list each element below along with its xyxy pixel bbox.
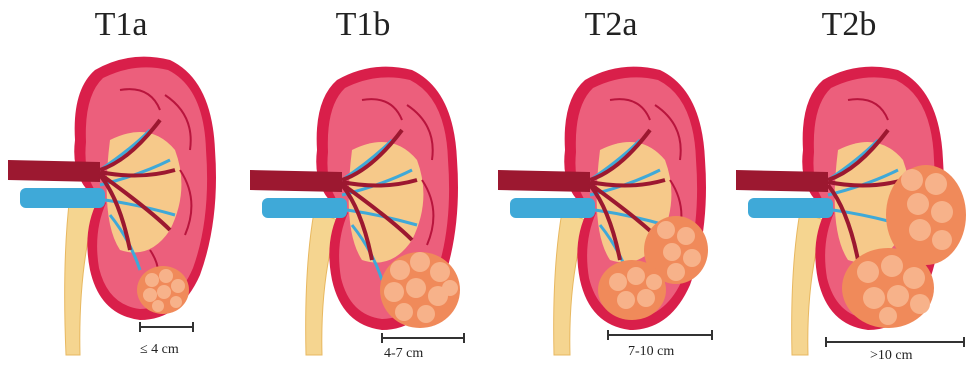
kidney-illustration-t2a (490, 0, 732, 367)
size-label: >10 cm (870, 348, 913, 364)
renal-vein (20, 188, 105, 208)
stage-panel-t1b: T1b 4-7 cm (242, 0, 484, 367)
tumor-t1b (380, 252, 460, 328)
kidney-illustration-t2b (728, 0, 970, 367)
stage-panel-t2b: T2b >10 cm (728, 0, 970, 367)
stage-title: T1a (0, 6, 242, 44)
size-label: 7-10 cm (628, 344, 674, 360)
kidney-illustration-t1a (0, 0, 242, 367)
stage-title: T2b (728, 6, 970, 44)
renal-vein (510, 198, 595, 218)
size-label: 4-7 cm (384, 346, 423, 362)
stage-title: T2a (490, 6, 732, 44)
stage-panel-t1a: T1a ≤ 4 cm (0, 0, 242, 367)
renal-vein (262, 198, 347, 218)
stage-title: T1b (242, 6, 484, 44)
stage-panel-t2a: T2a 7-10 cm (490, 0, 732, 367)
tumor-t1a (137, 266, 189, 314)
renal-vein (748, 198, 833, 218)
size-label: ≤ 4 cm (140, 342, 179, 358)
kidney-illustration-t1b (242, 0, 484, 367)
